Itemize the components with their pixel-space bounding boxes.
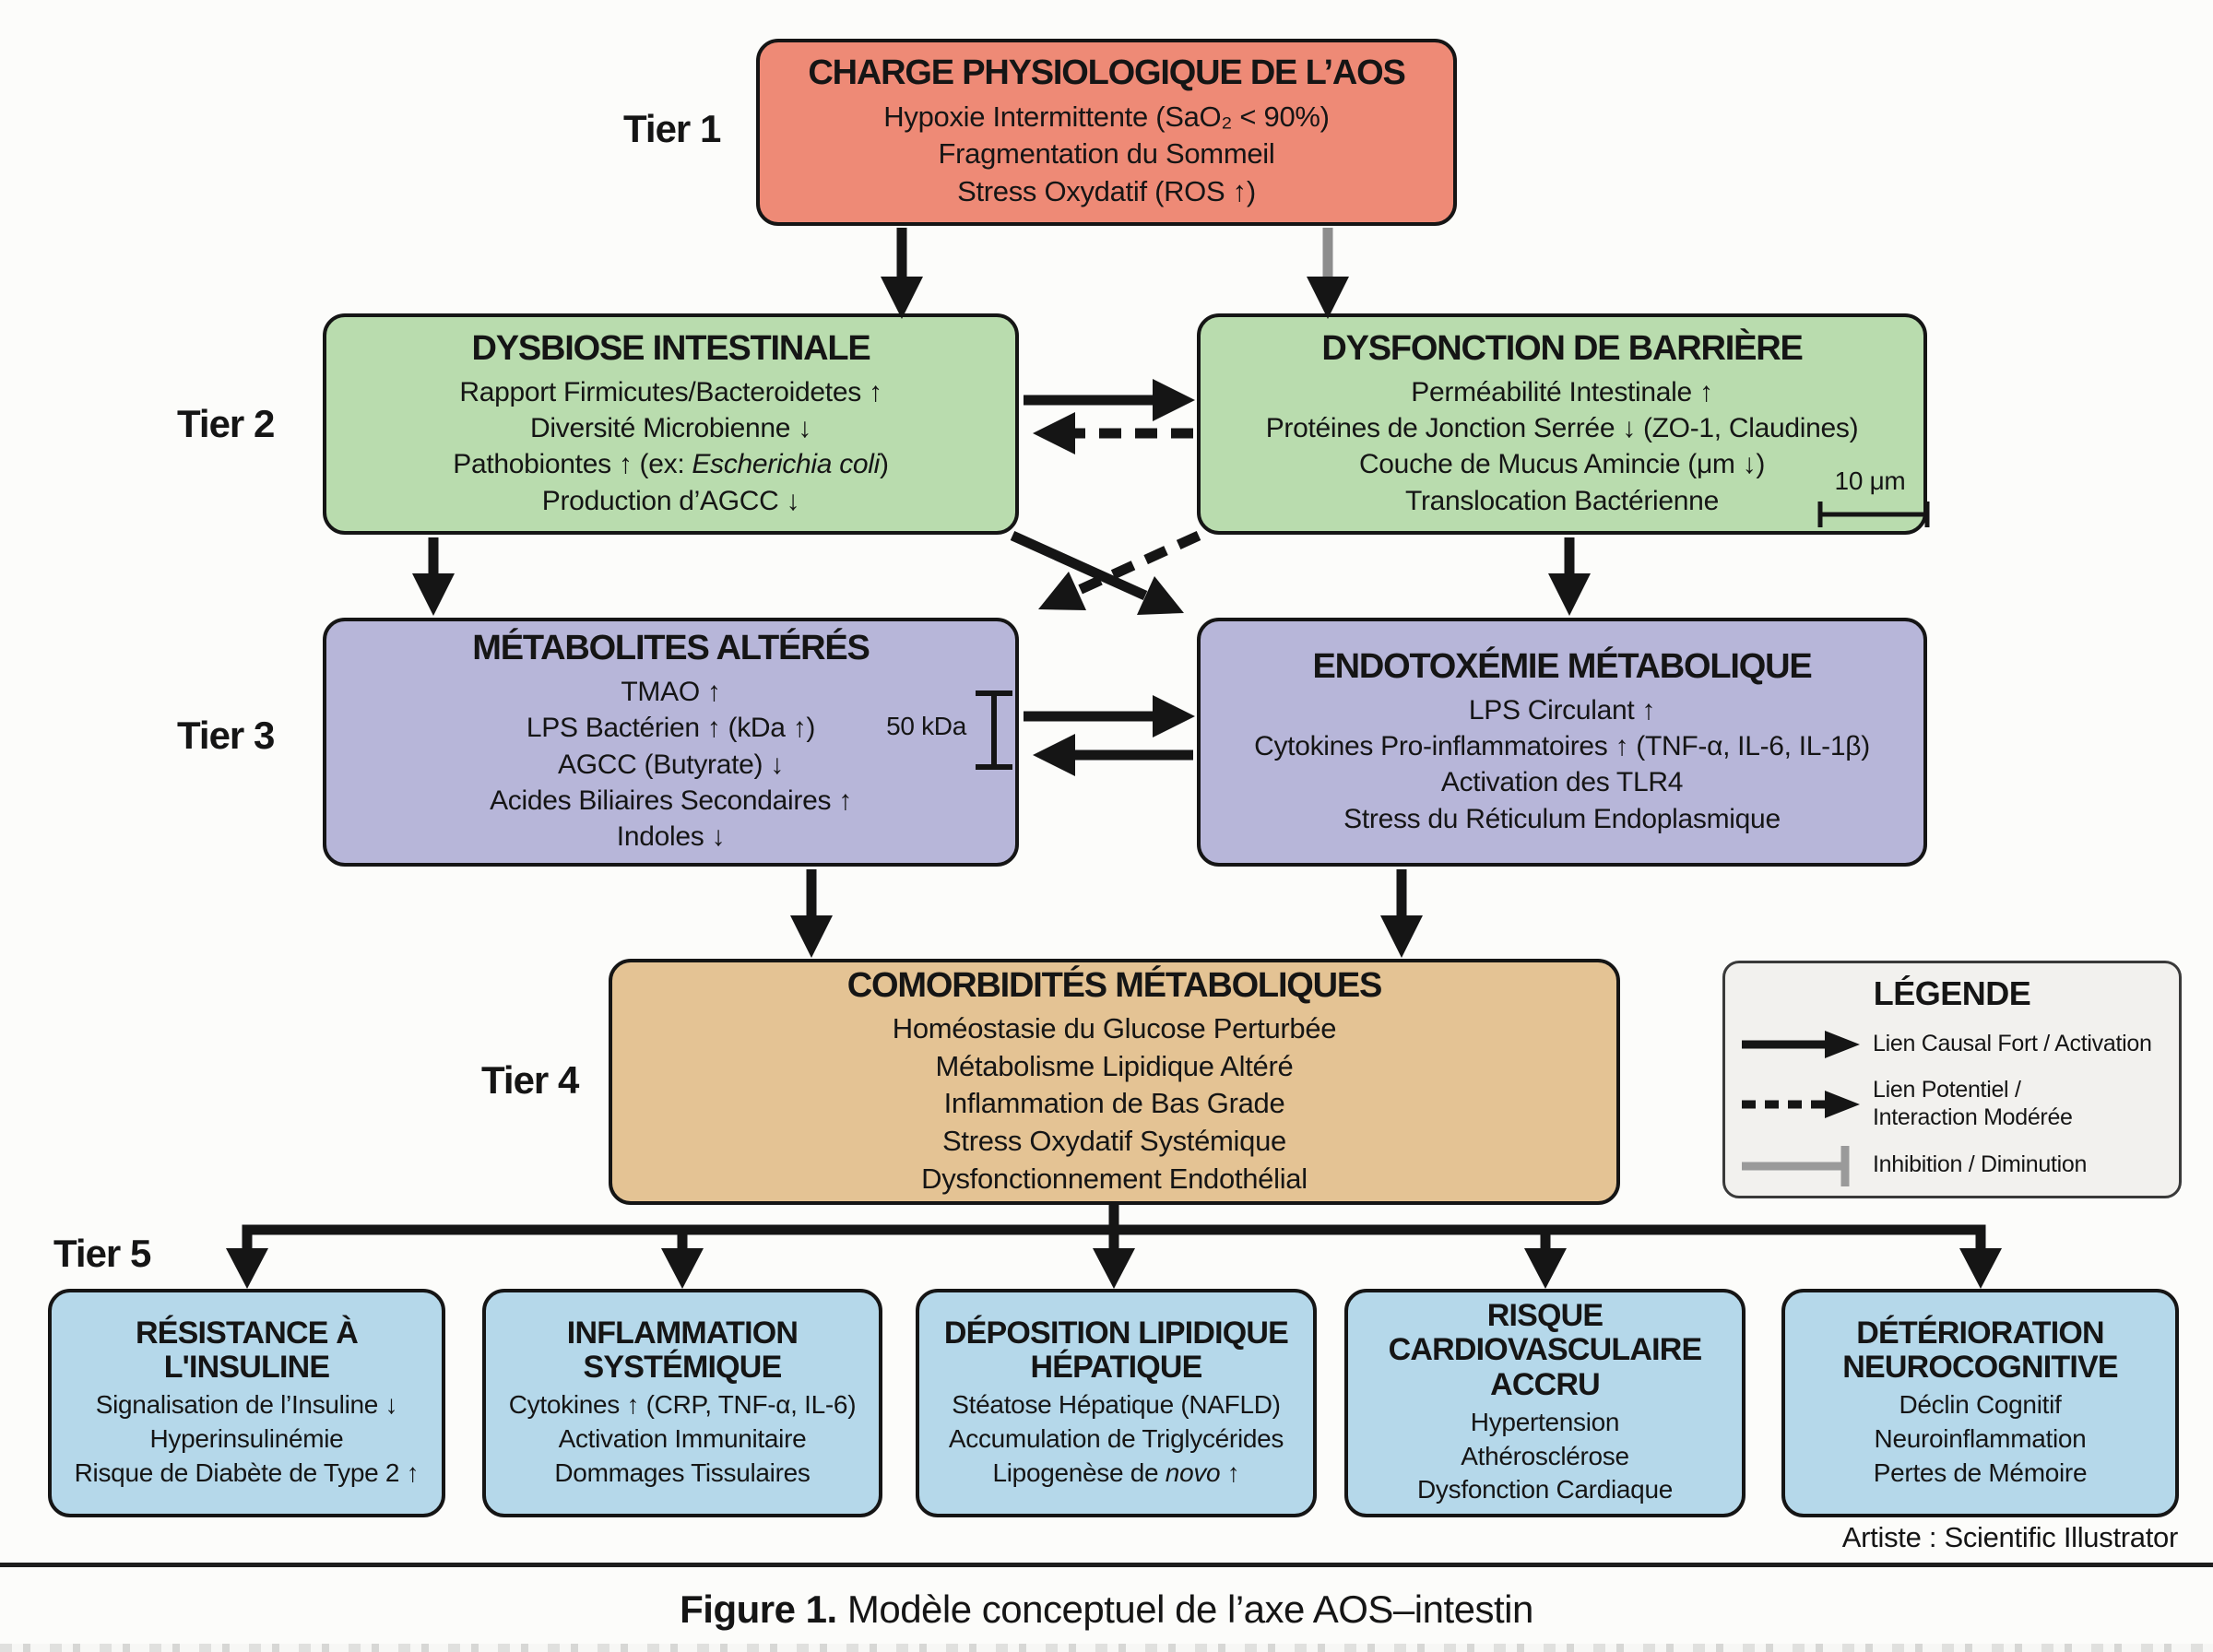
kda-annotation: 50 kDa	[886, 712, 966, 740]
box-title: MÉTABOLITES ALTÉRÉS	[472, 629, 870, 668]
box-endotoxemie-metabolique: ENDOTOXÉMIE MÉTABOLIQUE LPS Circulant ↑C…	[1197, 618, 1927, 867]
box-body: TMAO ↑LPS Bactérien ↑ (kDa ↑)AGCC (Butyr…	[490, 677, 852, 853]
box-title: COMORBIDITÉS MÉTABOLIQUES	[846, 965, 1383, 1005]
box-dysbiose-intestinale: DYSBIOSE INTESTINALE Rapport Firmicutes/…	[323, 313, 1019, 535]
box-charge-physiologique-aos: CHARGE PHYSIOLOGIQUE DE L’AOS Hypoxie In…	[756, 39, 1457, 226]
legend-item-inhibition: Inhibition / Diminution	[1740, 1143, 2164, 1187]
arrow-barriere-to-dysbiose-dashed	[1033, 412, 1193, 454]
tier-label-4: Tier 4	[481, 1058, 579, 1102]
solid-arrow-icon	[1742, 1031, 1860, 1058]
arrow-metabolites-to-comorbidites	[790, 869, 833, 958]
box-title: DYSFONCTION DE BARRIÈRE	[1321, 329, 1804, 369]
legend-item-potentiel: Lien Potentiel /Interaction Modérée	[1740, 1077, 2164, 1131]
scale-bar-annotation: 10 μm	[1834, 466, 1906, 495]
box-title: ENDOTOXÉMIE MÉTABOLIQUE	[1312, 647, 1812, 687]
artist-credit: Artiste : Scientific Illustrator	[1841, 1521, 2179, 1553]
box-body: Perméabilité Intestinale ↑Protéines de J…	[1265, 376, 1859, 516]
arrow-dysbiose-to-metabolites	[412, 537, 455, 616]
tier-label-3: Tier 3	[177, 714, 275, 757]
arrow-dysbiose-to-barriere	[1024, 379, 1195, 421]
arrow-tier1-to-dysbiose	[881, 228, 923, 319]
arrow-endotoxemie-to-comorbidites	[1380, 869, 1423, 958]
box-dysfonction-barriere: DYSFONCTION DE BARRIÈRE Perméabilité Int…	[1197, 313, 1927, 535]
arrow-barriere-to-metabolites-dashed-diagonal	[1038, 530, 1201, 610]
box-body: Cytokines ↑ (CRP, TNF-α, IL-6)Activation…	[508, 1390, 857, 1487]
box-title: DYSBIOSE INTESTINALE	[471, 329, 870, 369]
box-body: LPS Circulant ↑Cytokines Pro-inflammatoi…	[1254, 694, 1870, 834]
arrow-barriere-to-endotoxemie	[1548, 537, 1591, 616]
box-body: Hypoxie Intermittente (SaO₂ < 90%)Fragme…	[883, 100, 1330, 208]
box-body: Rapport Firmicutes/Bacteroidetes ↑Divers…	[453, 376, 889, 516]
tier-label-2: Tier 2	[177, 402, 275, 445]
arrow-metabolites-to-endotoxemie	[1024, 695, 1195, 738]
box-metabolites-alteres: MÉTABOLITES ALTÉRÉS TMAO ↑LPS Bactérien …	[323, 618, 1019, 867]
figure-caption-text: Modèle conceptuel de l’axe AOS–intestin	[836, 1587, 1534, 1631]
inhibition-bar-icon	[1742, 1146, 1850, 1186]
tier4-to-tier5-connector	[226, 1201, 2002, 1289]
box-title: CHARGE PHYSIOLOGIQUE DE L’AOS	[808, 53, 1405, 93]
legend-title: LÉGENDE	[1873, 974, 2031, 1012]
box-comorbidites-metaboliques: COMORBIDITÉS MÉTABOLIQUES Homéostasie du…	[609, 959, 1620, 1205]
arrow-tier1-to-barriere-gray	[1307, 228, 1349, 319]
box-body: Stéatose Hépatique (NAFLD)Accumulation d…	[948, 1390, 1284, 1487]
figure-caption-number: Figure 1.	[680, 1587, 837, 1631]
caption-divider	[0, 1563, 2213, 1567]
dashed-arrow-icon	[1742, 1090, 1860, 1118]
legend-item-causal: Lien Causal Fort / Activation	[1740, 1024, 2164, 1065]
box-body: Signalisation de l’Insuline ↓Hyperinsuli…	[74, 1390, 420, 1487]
legend-label: Inhibition / Diminution	[1873, 1151, 2088, 1178]
tier-label-5: Tier 5	[53, 1232, 151, 1275]
arrow-dysbiose-to-endotoxemie-diagonal	[1010, 530, 1184, 615]
legend-label: Lien Potentiel /Interaction Modérée	[1873, 1077, 2073, 1130]
tier-label-1: Tier 1	[623, 107, 721, 150]
figure-caption: Figure 1. Modèle conceptuel de l’axe AOS…	[0, 1587, 2213, 1632]
legend-label: Lien Causal Fort / Activation	[1873, 1031, 2152, 1057]
legend: LÉGENDE Lien Causal Fort / Activation Li…	[1722, 961, 2182, 1198]
scan-artifact-strip	[0, 1644, 2213, 1652]
arrow-endotoxemie-to-metabolites	[1033, 734, 1193, 776]
